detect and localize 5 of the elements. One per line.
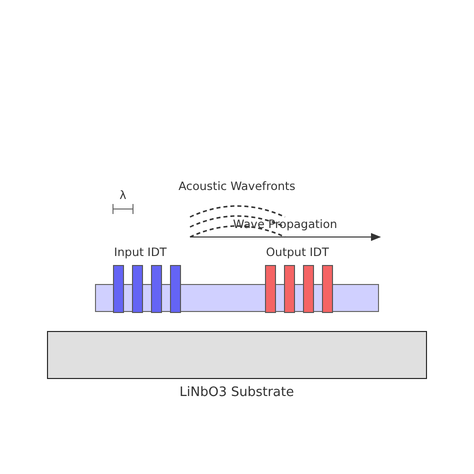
- component-label: Input IDT: [114, 245, 167, 259]
- component-label: LiNbO3 Substrate: [180, 386, 294, 400]
- diagram-label: Acoustic Wavefronts: [178, 179, 296, 193]
- component-label: Output IDT: [266, 245, 329, 259]
- wavelength-symbol: λ: [120, 188, 126, 202]
